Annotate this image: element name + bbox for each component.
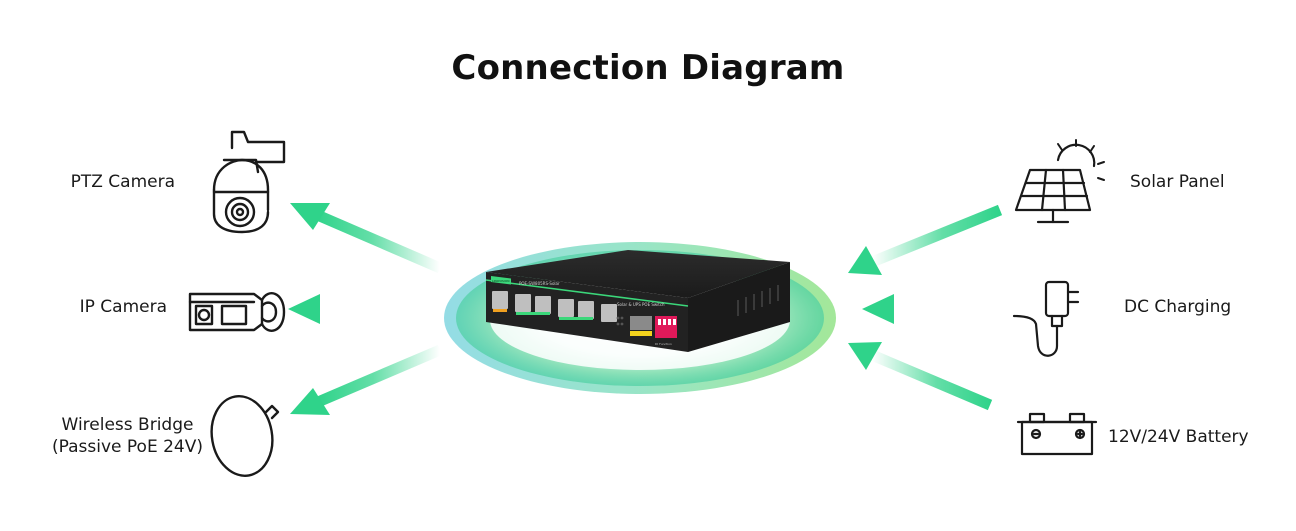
device-brand-tag: LINOVISION <box>492 279 509 283</box>
solar-panel-icon <box>1014 139 1105 224</box>
poe-switch-device: POE-SW805RS-Solar Solar & UPS POE Switch… <box>485 250 790 352</box>
dc-adapter-icon <box>1012 280 1080 357</box>
arrow-to-ptz-camera <box>290 203 443 274</box>
arrow-to-wireless-bridge <box>290 344 443 415</box>
arrow-from-solar-panel <box>848 204 1003 275</box>
label-wireless-bridge: Wireless Bridge (Passive PoE 24V) <box>40 414 215 458</box>
label-ptz-camera: PTZ Camera <box>70 172 175 192</box>
device-panel-title: Solar & UPS POE Switch <box>617 302 665 307</box>
wireless-bridge-icon <box>210 395 280 477</box>
device-model-text: POE-SW805RS-Solar <box>519 281 560 286</box>
arrow-to-ip-camera <box>288 294 438 324</box>
label-battery: 12V/24V Battery <box>1108 427 1249 447</box>
arrow-from-battery <box>848 342 993 411</box>
ip-camera-icon <box>188 292 286 332</box>
arrow-from-dc-charging <box>862 294 1000 324</box>
label-wireless-bridge-line2: (Passive PoE 24V) <box>52 437 203 457</box>
ptz-camera-icon <box>212 130 286 234</box>
page-title: Connection Diagram <box>451 48 845 88</box>
device-dip-label: DI Function <box>655 342 672 346</box>
label-solar-panel: Solar Panel <box>1130 172 1225 192</box>
label-dc-charging: DC Charging <box>1124 297 1232 317</box>
battery-icon <box>1016 412 1098 456</box>
label-ip-camera: IP Camera <box>79 297 167 317</box>
label-wireless-bridge-line1: Wireless Bridge <box>61 415 194 435</box>
